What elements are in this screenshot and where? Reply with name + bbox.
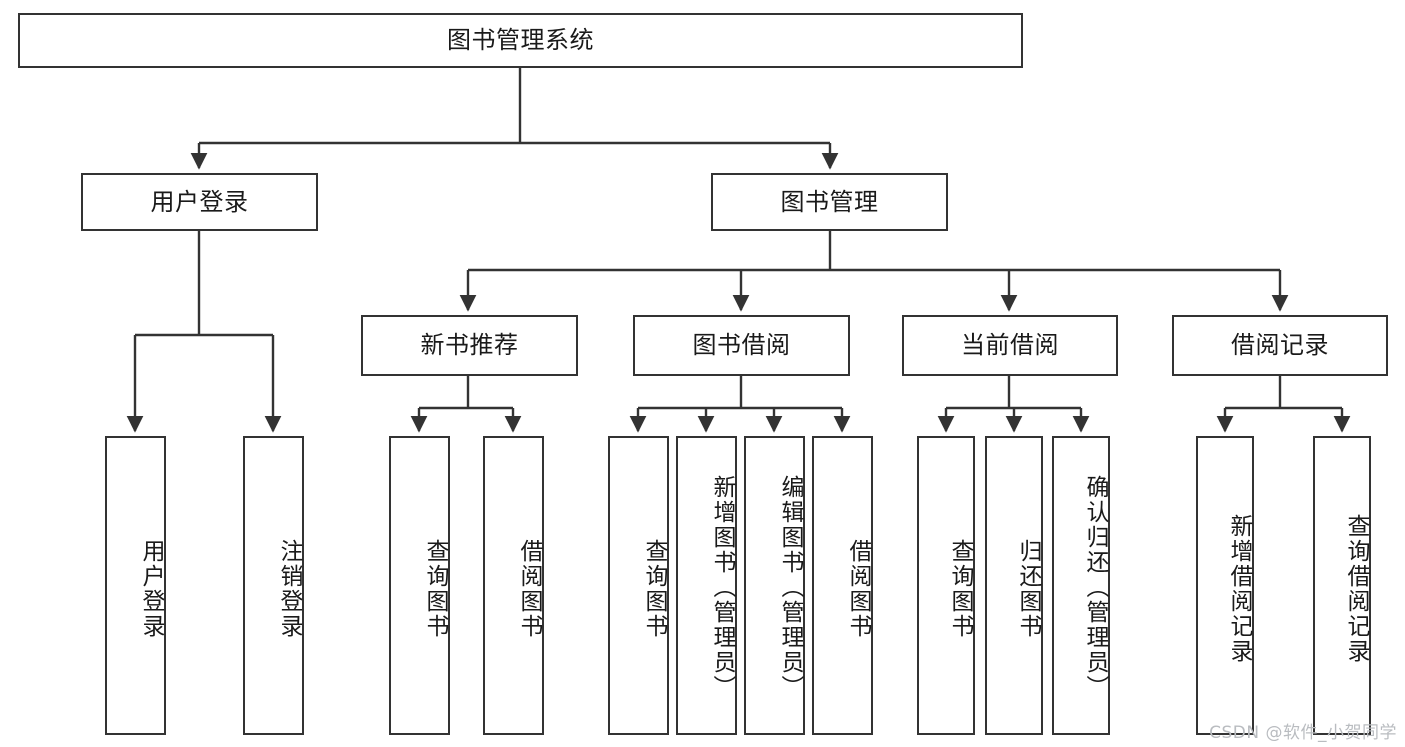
node-new-book-recommend-label: 新书推荐 <box>420 331 519 360</box>
leaf-query-book-recommend-label: 查询图书 <box>422 538 448 639</box>
leaf-borrow-book[interactable]: 借阅图书 <box>812 436 873 735</box>
leaf-query-book-borrow-label: 查询图书 <box>641 538 667 639</box>
leaf-confirm-return-admin-label: 确认归还（管理员） <box>1082 475 1108 700</box>
leaf-query-book-current[interactable]: 查询图书 <box>917 436 975 735</box>
leaf-borrow-book-label: 借阅图书 <box>845 538 871 639</box>
node-root[interactable]: 图书管理系统 <box>18 13 1023 68</box>
leaf-query-borrow-record-label: 查询借阅记录 <box>1343 513 1369 664</box>
leaf-query-borrow-record[interactable]: 查询借阅记录 <box>1313 436 1371 735</box>
node-current-borrow[interactable]: 当前借阅 <box>902 315 1118 376</box>
csdn-watermark: CSDN @软件_小贺同学 <box>1209 723 1397 743</box>
leaf-return-book[interactable]: 归还图书 <box>985 436 1043 735</box>
node-borrow-record-label: 借阅记录 <box>1231 331 1329 360</box>
node-new-book-recommend[interactable]: 新书推荐 <box>361 315 578 376</box>
leaf-confirm-return-admin[interactable]: 确认归还（管理员） <box>1052 436 1110 735</box>
leaf-logout-label: 注销登录 <box>276 538 302 639</box>
leaf-query-book-current-label: 查询图书 <box>947 538 973 639</box>
leaf-add-book-admin-label: 新增图书（管理员） <box>709 475 735 700</box>
node-root-label: 图书管理系统 <box>447 26 594 55</box>
node-book-management[interactable]: 图书管理 <box>711 173 948 231</box>
node-book-management-label: 图书管理 <box>780 187 879 216</box>
leaf-add-borrow-record[interactable]: 新增借阅记录 <box>1196 436 1254 735</box>
node-user-login-label: 用户登录 <box>150 187 249 216</box>
node-book-borrow-label: 图书借阅 <box>692 331 791 360</box>
node-book-borrow[interactable]: 图书借阅 <box>633 315 850 376</box>
leaf-add-book-admin[interactable]: 新增图书（管理员） <box>676 436 737 735</box>
node-user-login[interactable]: 用户登录 <box>81 173 318 231</box>
leaf-borrow-book-recommend-label: 借阅图书 <box>516 538 542 639</box>
leaf-logout[interactable]: 注销登录 <box>243 436 304 735</box>
leaf-borrow-book-recommend[interactable]: 借阅图书 <box>483 436 544 735</box>
leaf-user-login-label: 用户登录 <box>138 538 164 639</box>
node-borrow-record[interactable]: 借阅记录 <box>1172 315 1388 376</box>
leaf-query-book-borrow[interactable]: 查询图书 <box>608 436 669 735</box>
leaf-query-book-recommend[interactable]: 查询图书 <box>389 436 450 735</box>
leaf-user-login[interactable]: 用户登录 <box>105 436 166 735</box>
leaf-edit-book-admin[interactable]: 编辑图书（管理员） <box>744 436 805 735</box>
node-current-borrow-label: 当前借阅 <box>961 331 1059 360</box>
leaf-add-borrow-record-label: 新增借阅记录 <box>1226 513 1252 664</box>
leaf-return-book-label: 归还图书 <box>1015 538 1041 639</box>
leaf-edit-book-admin-label: 编辑图书（管理员） <box>777 475 803 700</box>
